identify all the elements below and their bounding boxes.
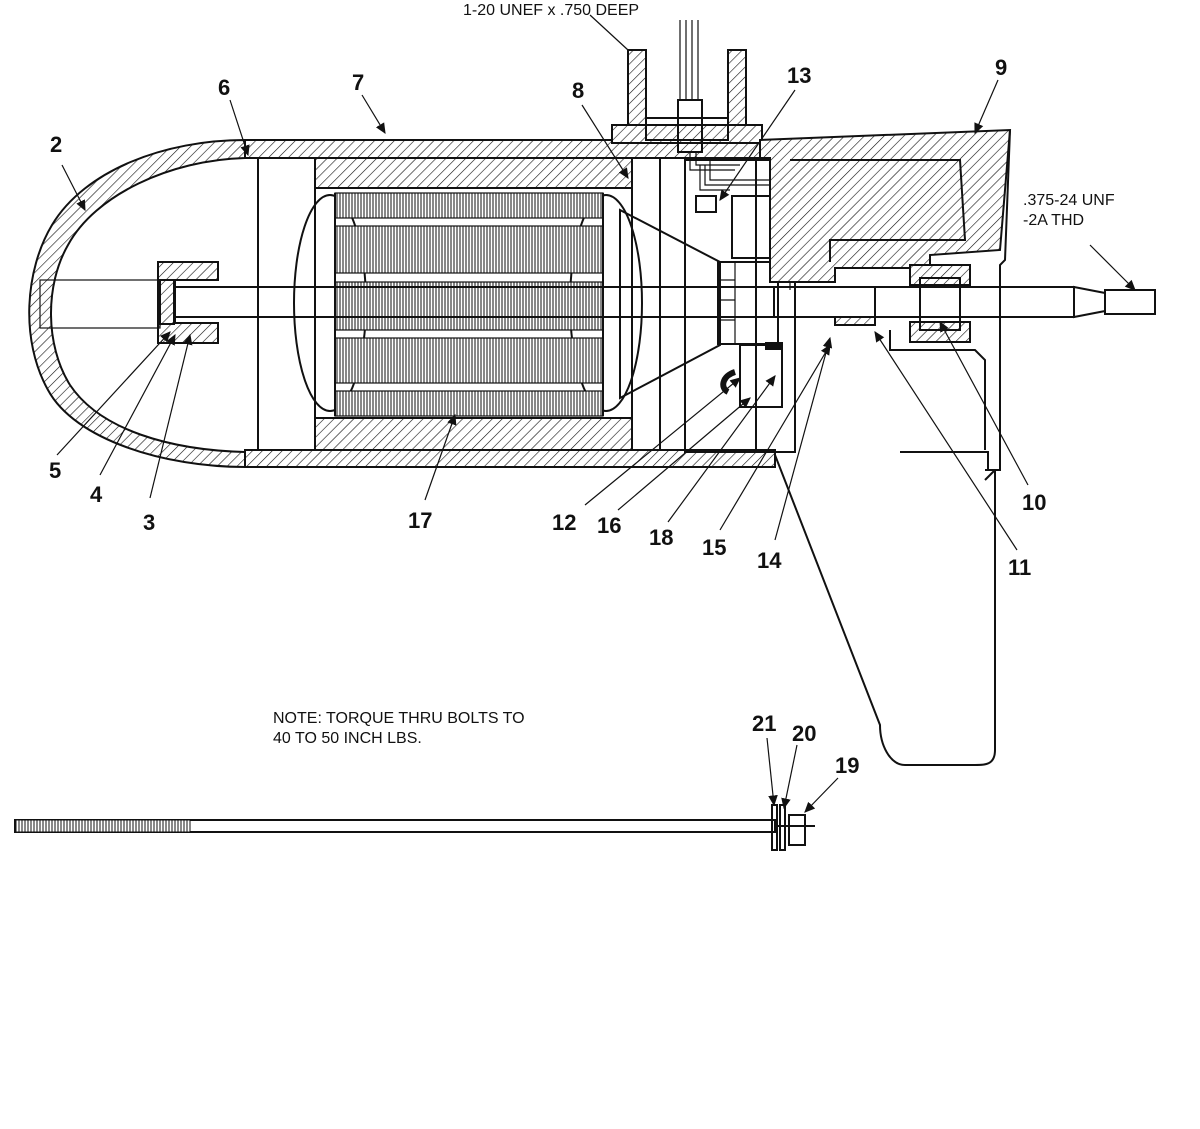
callout-2: 2 bbox=[50, 132, 62, 157]
callout-7: 7 bbox=[352, 70, 364, 95]
nose-cone bbox=[28, 138, 246, 469]
torque-note-line1: NOTE: TORQUE THRU BOLTS TO bbox=[273, 710, 525, 727]
callout-14: 14 bbox=[757, 548, 782, 573]
housing-tube bbox=[244, 139, 776, 468]
washer-20 bbox=[779, 804, 786, 851]
callout-6: 6 bbox=[218, 75, 230, 100]
callout-8: 8 bbox=[572, 78, 584, 103]
magnet-bottom bbox=[314, 417, 633, 451]
nose-bore bbox=[39, 279, 161, 329]
commutator bbox=[619, 208, 779, 400]
callout-18: 18 bbox=[649, 525, 673, 550]
callout-5: 5 bbox=[49, 458, 61, 483]
screw-13 bbox=[695, 195, 717, 213]
callout-9: 9 bbox=[995, 55, 1007, 80]
top-thread-spec: 1-20 UNEF x .750 DEEP bbox=[463, 2, 639, 19]
callout-15: 15 bbox=[702, 535, 726, 560]
torque-note-line2: 40 TO 50 INCH LBS. bbox=[273, 730, 422, 747]
magnet-top bbox=[314, 157, 633, 189]
cord-entry bbox=[611, 20, 763, 171]
callout-17: 17 bbox=[408, 508, 432, 533]
callout-16: 16 bbox=[597, 513, 621, 538]
callout-10: 10 bbox=[1022, 490, 1046, 515]
callout-4: 4 bbox=[90, 482, 103, 507]
callout-11: 11 bbox=[1008, 555, 1031, 580]
callout-21: 21 bbox=[752, 711, 776, 736]
callout-3: 3 bbox=[143, 510, 155, 535]
shaft-thread-spec-line2: -2A THD bbox=[1023, 212, 1084, 229]
callout-12: 12 bbox=[552, 510, 576, 535]
leader-lines bbox=[56, 14, 1136, 813]
nose-bearing bbox=[159, 279, 175, 325]
armature bbox=[173, 192, 775, 417]
lower-unit bbox=[759, 128, 1156, 766]
thru-bolt bbox=[14, 804, 815, 851]
callout-13: 13 bbox=[787, 63, 811, 88]
callout-19: 19 bbox=[835, 753, 859, 778]
shaft-thread-spec-line1: .375-24 UNF bbox=[1023, 192, 1115, 209]
callout-20: 20 bbox=[792, 721, 816, 746]
nut-19 bbox=[788, 814, 806, 846]
